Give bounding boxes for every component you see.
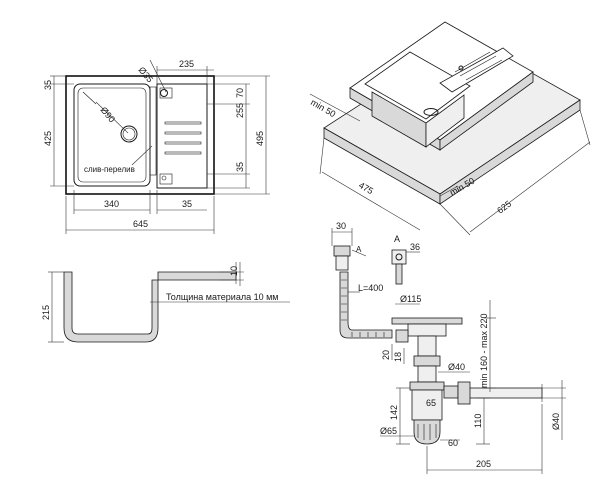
bowl-inner — [77, 87, 147, 183]
dim-top-margin: 35 — [43, 80, 53, 90]
drainer-corner-hole — [161, 175, 167, 181]
dim-bowl-width: 340 — [104, 199, 119, 209]
section-depth: 215 — [41, 305, 51, 320]
dim-right-top: 70 — [235, 88, 245, 98]
hose-corrugation — [341, 279, 385, 337]
section-marker-a: A — [356, 245, 362, 254]
tail-pipe — [417, 335, 437, 357]
drain-hole-inner — [122, 127, 136, 141]
section-marker — [351, 249, 367, 257]
ext-line — [579, 109, 591, 146]
nut-bottle — [409, 381, 445, 391]
ext-line — [319, 137, 325, 175]
bottle-cap — [413, 419, 441, 445]
top-view: 340 35 645 235 Ø35 Ø90 слив-перелив 35 4… — [43, 59, 270, 234]
leader-line — [131, 145, 153, 166]
iso-view: min 50 min 50 475 625 — [309, 21, 591, 236]
siphon-dim-40-right: Ø40 — [551, 413, 561, 430]
bowl-shade-line — [82, 91, 97, 105]
siphon-dim-top: 30 — [336, 221, 346, 231]
iso-rib — [459, 55, 497, 77]
drainer-outline — [156, 83, 208, 189]
dim-line — [439, 185, 459, 197]
nut-top — [413, 355, 441, 367]
view-a-stem — [395, 263, 403, 285]
dim-hole-dia: Ø35 — [136, 65, 155, 84]
siphon-dim-40: Ø40 — [448, 362, 465, 372]
dim-bowl-height: 425 — [43, 131, 53, 146]
iso-dim-width: 475 — [357, 180, 375, 196]
iso-bowl-top — [364, 51, 471, 120]
bottle-body — [411, 389, 443, 421]
overflow-label: слив-перелив — [84, 165, 135, 174]
dim-drainer-width: 35 — [182, 199, 192, 209]
drainer-corner-pad — [159, 173, 173, 185]
view-a-label: A — [394, 234, 400, 244]
strainer-body — [407, 323, 447, 337]
iso-drain — [423, 108, 439, 116]
siphon-dim-205: 205 — [476, 459, 491, 469]
dim-line — [469, 141, 591, 233]
siphon-dim-20: 20 — [381, 350, 391, 360]
dim-right-bottom: 35 — [235, 162, 245, 172]
siphon-dim-142: 142 — [389, 405, 399, 420]
siphon-dim-115: Ø115 — [400, 294, 421, 304]
overflow-body — [335, 255, 349, 271]
view-a-hole — [395, 253, 403, 261]
dim-drain-dia: Ø90 — [98, 105, 117, 124]
dim-drainer-top: 235 — [179, 59, 194, 69]
iso-drainer — [439, 47, 514, 93]
iso-dim-length: 625 — [495, 199, 513, 216]
ext-line — [439, 203, 471, 236]
leader-line — [95, 101, 129, 134]
iso-min-left: min 50 — [309, 97, 337, 119]
iso-bowl-wall-right — [425, 94, 465, 148]
iso-rib — [465, 59, 503, 81]
section-thickness: 10 — [229, 266, 239, 276]
siphon-dim-65-bottom: Ø65 — [380, 426, 397, 436]
overflow-connector — [395, 329, 409, 343]
siphon-dim-18: 18 — [393, 352, 403, 362]
section-profile — [63, 271, 237, 343]
drainer-rib-1 — [164, 121, 202, 125]
iso-tap-hole — [458, 65, 464, 71]
dim-line — [321, 171, 421, 231]
dim-line — [309, 93, 361, 122]
sink-outline — [65, 75, 215, 195]
dim-width-total: 645 — [133, 219, 148, 229]
leader-line — [149, 59, 167, 93]
iso-rib — [454, 51, 491, 73]
material-label: Толщина материала 10 мм — [166, 292, 278, 302]
sink-rim-side — [439, 71, 534, 151]
strainer-flange — [391, 317, 463, 325]
overflow-cap — [333, 245, 351, 257]
outlet-collar — [457, 381, 471, 405]
siphon-height-range: min 160 - max 220 — [479, 313, 489, 388]
view-a-dim: 36 — [410, 242, 420, 252]
section-view: 10 Толщина материала 10 мм 215 — [41, 262, 290, 343]
drainer-rib-3 — [164, 141, 202, 145]
tail-pipe-2 — [417, 365, 437, 383]
siphon-dim-60: 60 — [448, 438, 458, 448]
overflow-hose — [339, 271, 393, 339]
tap-hole — [160, 89, 168, 97]
overflow-slot — [149, 86, 157, 176]
drainer-rib-2 — [164, 131, 202, 135]
siphon-view: 30 A L=400 A 36 Ø115 — [331, 221, 566, 474]
siphon-hose-length: L=400 — [358, 283, 383, 293]
outlet-nut — [443, 385, 459, 399]
view-a-head — [391, 249, 407, 265]
drainer-rib-4 — [164, 151, 202, 155]
outlet-pipe — [457, 387, 543, 399]
dim-height-total: 495 — [255, 131, 265, 146]
tap-hole-pad — [159, 87, 173, 99]
siphon-dim-65: 65 — [426, 398, 436, 408]
siphon-dim-110: 110 — [473, 414, 483, 428]
drain-hole — [120, 125, 138, 143]
dim-right-mid: 255 — [235, 103, 245, 118]
